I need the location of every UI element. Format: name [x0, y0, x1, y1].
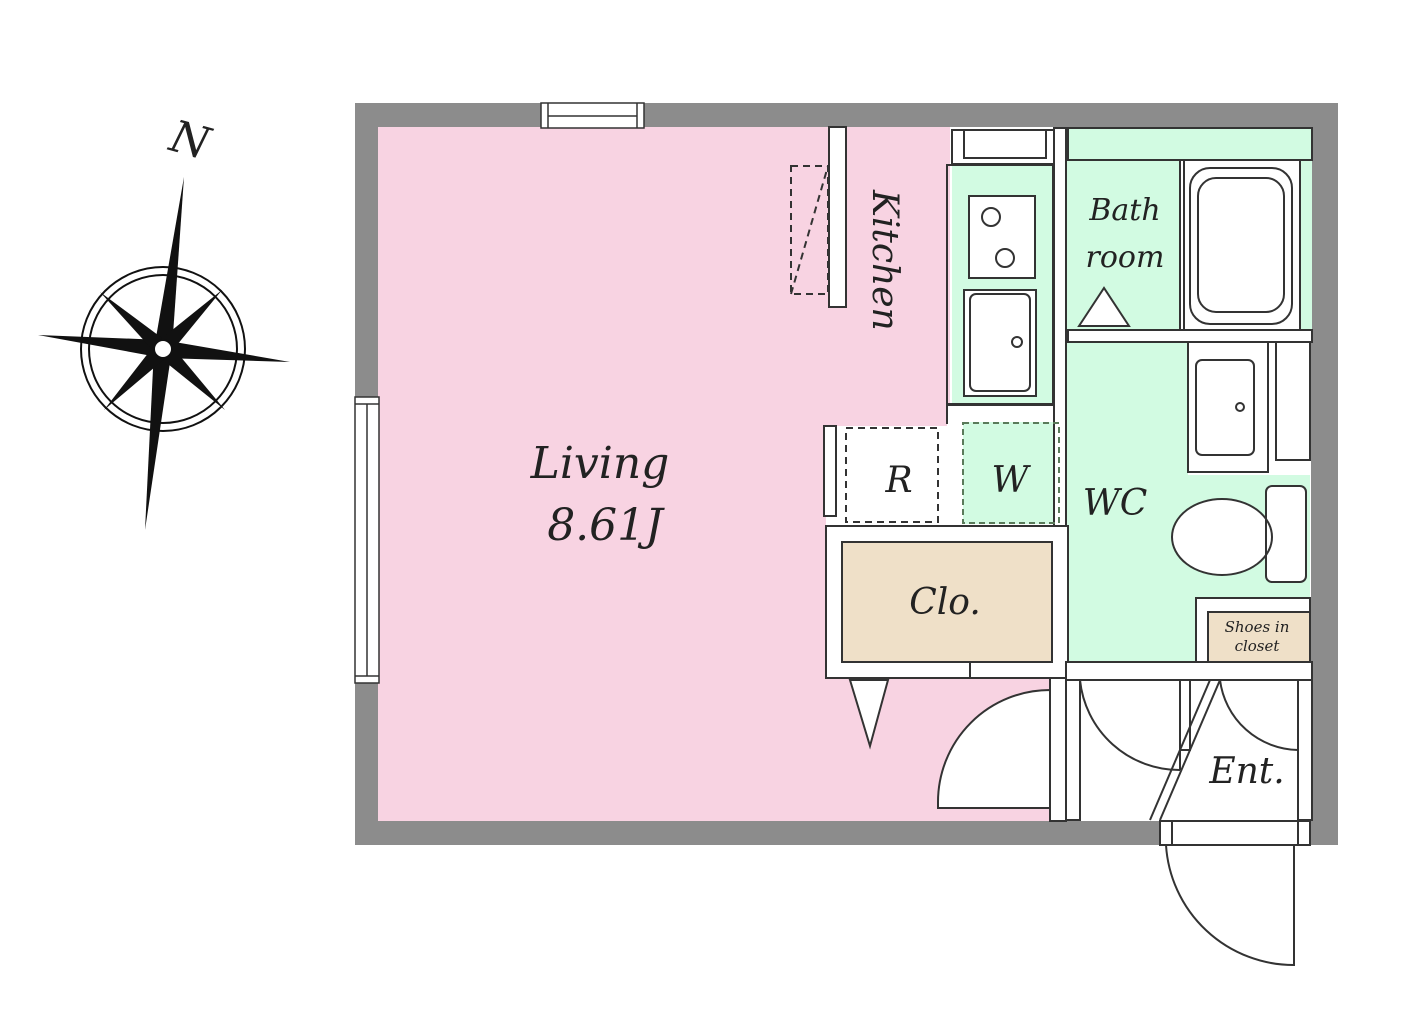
- living-size: 8.61J: [547, 500, 665, 551]
- shoes-label-line2: closet: [1235, 637, 1281, 655]
- bathroom-label-line1: Bath: [1088, 193, 1160, 228]
- front-door-icon: [1164, 844, 1295, 967]
- wc-floor: [1066, 340, 1310, 662]
- stove-icon: [968, 195, 1036, 279]
- living-label: Living: [530, 438, 670, 489]
- toilet-icon: [1171, 485, 1307, 583]
- closet: [841, 541, 1053, 663]
- entrance-label: Ent.: [1208, 751, 1284, 792]
- washer-floor: [963, 422, 1059, 524]
- sink-icon: [963, 289, 1037, 397]
- refrigerator-label: R: [884, 460, 912, 501]
- overhead-cabinet: [790, 165, 829, 295]
- kitchen-label: Kitchen: [864, 189, 905, 331]
- refrigerator-space: [845, 427, 939, 523]
- bathtub-icon: [1183, 159, 1301, 331]
- compass-icon: N: [38, 111, 290, 530]
- wc-door-swing: [1079, 679, 1181, 772]
- north-window: [540, 102, 645, 129]
- kitchen-partition: [828, 126, 847, 308]
- wash-basin-icon: [1187, 341, 1311, 473]
- closet-label: Clo.: [909, 582, 981, 623]
- living-room: [378, 127, 1050, 821]
- washer-label: W: [991, 460, 1031, 501]
- north-label: N: [164, 111, 217, 171]
- entry-closet-door-swing: [1219, 679, 1299, 751]
- closet-door-icon: [848, 679, 890, 750]
- shoe-closet: [1207, 611, 1311, 663]
- west-window: [354, 396, 380, 684]
- washer-space: [962, 422, 1060, 524]
- bathroom-label-line2: room: [1086, 240, 1165, 275]
- bathroom-door-icon: [1077, 286, 1131, 327]
- wc-label: WC: [1083, 483, 1148, 524]
- shoes-label-line1: Shoes in: [1225, 618, 1290, 636]
- living-door-icon: [937, 688, 1051, 809]
